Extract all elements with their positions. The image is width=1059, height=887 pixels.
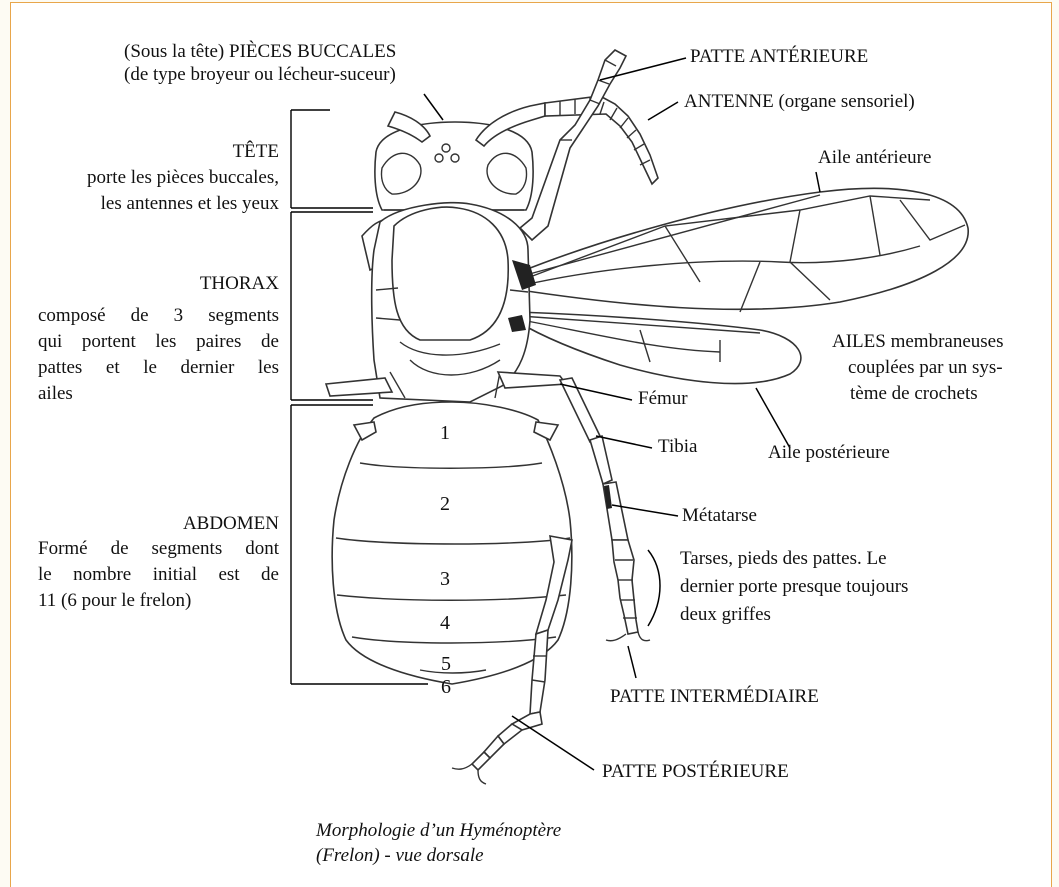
patte-intermediaire-label: PATTE INTERMÉDIAIRE	[610, 685, 819, 709]
abdomen-title: ABDOMEN	[183, 512, 279, 536]
left-midleg	[326, 378, 392, 396]
foreleg	[520, 50, 626, 240]
figure-caption-line1: Morphologie d’un Hyménoptère	[316, 818, 561, 843]
figure-caption-line2: (Frelon) - vue dorsale	[316, 843, 484, 868]
patte-posterieure-label: PATTE POSTÉRIEURE	[602, 760, 789, 784]
hindwing	[518, 312, 801, 384]
ailes-label-2: couplées par un sys-	[848, 356, 1003, 380]
aile-anterieure-label: Aile antérieure	[818, 146, 931, 170]
segment-number-5: 5	[441, 652, 451, 676]
tibia-label: Tibia	[658, 435, 697, 459]
segment-number-2: 2	[440, 492, 450, 516]
aile-posterieure-label: Aile postérieure	[768, 441, 890, 465]
tete-title: TÊTE	[233, 140, 279, 164]
forewing	[520, 188, 968, 312]
thorax-desc-3: pattes et le dernier les	[38, 356, 279, 380]
thorax-desc-2: qui portent les paires de	[38, 330, 279, 354]
tarses-label-3: deux griffes	[680, 603, 771, 627]
abdomen-desc-3: 11 (6 pour le frelon)	[38, 589, 191, 613]
mouthparts-label: (Sous la tête) PIÈCES BUCCALES	[124, 40, 396, 64]
mouthparts-desc: (de type broyeur ou lécheur-suceur)	[124, 63, 396, 87]
segment-number-6: 6	[441, 675, 451, 699]
tarses-label-2: dernier porte presque toujours	[680, 575, 908, 599]
thorax-desc-4: ailes	[38, 382, 73, 406]
metatarse-label: Métatarse	[682, 504, 757, 528]
antenne-label: ANTENNE (organe sensoriel)	[684, 90, 915, 114]
segment-number-3: 3	[440, 567, 450, 591]
patte-anterieure-label: PATTE ANTÉRIEURE	[690, 45, 868, 69]
head	[375, 122, 533, 210]
abdomen-desc-2: le nombre initial est de	[38, 563, 279, 587]
segment-number-1: 1	[440, 421, 450, 445]
thorax-title: THORAX	[200, 272, 279, 296]
ailes-label-3: tème de crochets	[850, 382, 978, 406]
tete-desc-1: porte les pièces buccales,	[87, 166, 279, 190]
abdomen-desc-1: Formé de segments dont	[38, 537, 279, 561]
ailes-label-1: AILES membraneuses	[832, 330, 1003, 354]
tete-desc-2: les antennes et les yeux	[101, 192, 279, 216]
thorax-desc-1: composé de 3 segments	[38, 304, 279, 328]
tarses-label-1: Tarses, pieds des pattes. Le	[680, 547, 887, 571]
femur-label: Fémur	[638, 387, 688, 411]
segment-number-4: 4	[440, 611, 450, 635]
